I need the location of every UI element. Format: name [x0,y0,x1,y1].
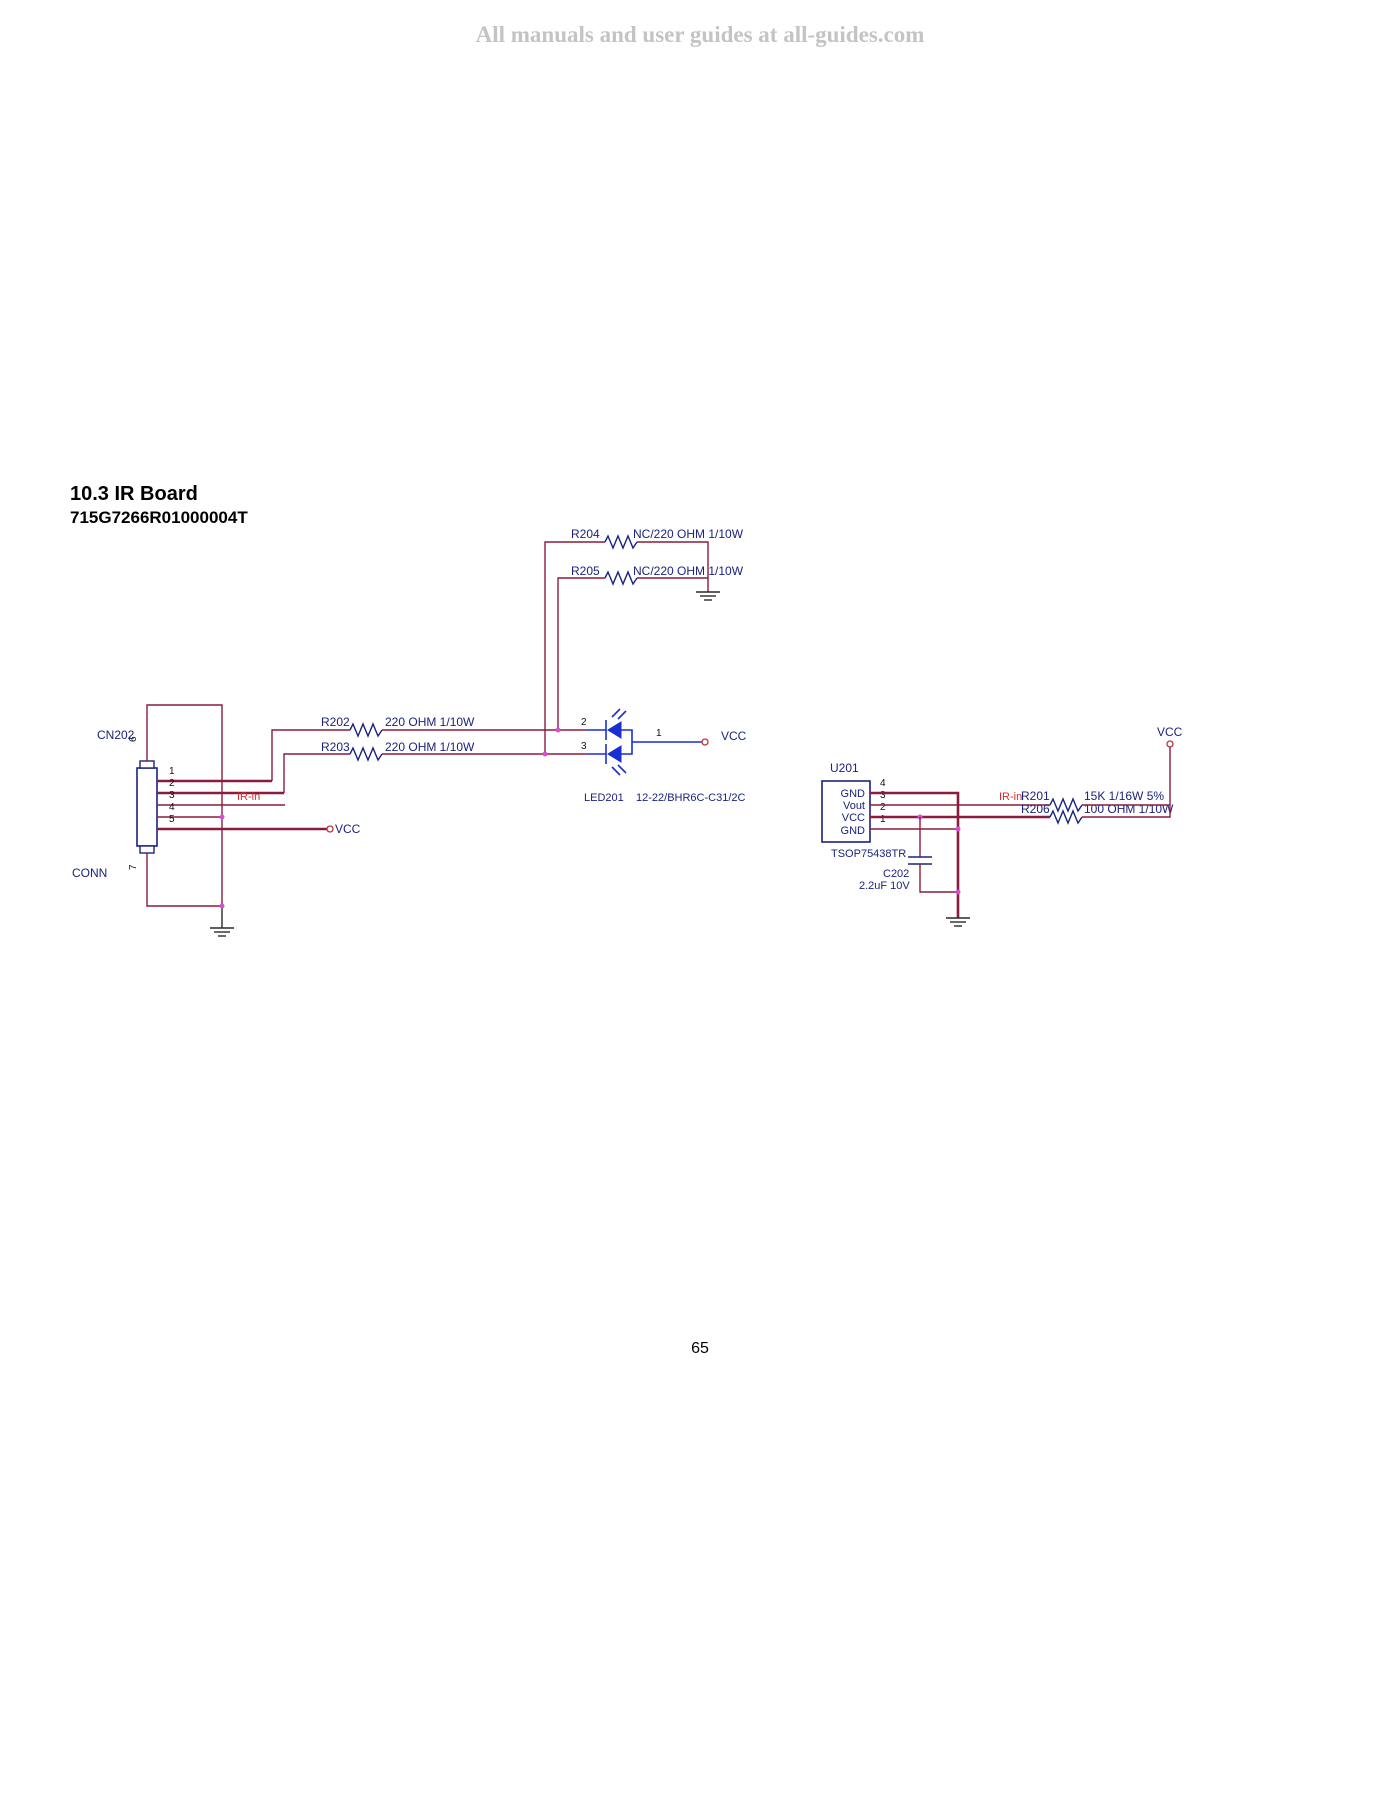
r204-right-wire [637,541,709,592]
cn202-bottom-tab [139,845,155,854]
r205-value: NC/220 OHM 1/10W [633,564,744,578]
r201-zigzag [1049,797,1083,813]
r202-resistor: R202 220 OHM 1/10W [271,715,588,781]
led201-value: 12-22/BHR6C-C31/2C [636,792,745,804]
r204-zigzag [604,534,638,550]
led201-pin-2: 2 [581,717,587,728]
r202-value: 220 OHM 1/10W [385,715,475,729]
r201-r206-resistors: IR-in R201 15K 1/16W 5% R206 100 OHM 1/1… [999,725,1183,825]
cn202-type: CONN [72,866,107,880]
r205-resistor: R205 NC/220 OHM 1/10W [557,564,744,730]
ir-in-net-label-right: IR-in [999,791,1022,803]
led201-dual-led: 2 3 1 VCC LED201 12-22/BHR6C-C31/2C [581,708,747,804]
u201-pin-2: 2 [880,802,886,813]
u201-pin-name-vout: Vout [843,800,865,812]
led201-ref: LED201 [584,792,624,804]
led201-diode-lower [607,745,622,763]
r201-value: 15K 1/16W 5% [1084,789,1164,803]
u201-pin-4: 4 [880,778,886,789]
r205-left-wire [557,577,605,730]
vcc-label-led: VCC [721,729,747,743]
r206-value: 100 OHM 1/10W [1084,802,1174,816]
c202-value: 2.2uF 10V [859,880,910,892]
led201-pin-1: 1 [656,728,662,739]
vcc-terminal-right [1166,740,1174,748]
u201-gnd-wire [870,791,960,918]
r201-ref: R201 [1021,789,1050,803]
cn202-pin-6: 6 [128,736,139,742]
vcc-label-right: VCC [1157,725,1183,739]
vcc-terminal-left [326,825,334,833]
r202-left-wire [271,729,350,781]
cn202-ref: CN202 [97,728,135,742]
u201-pin-name-gnd-bottom: GND [841,825,866,837]
watermark: All manuals and user guides at all-guide… [475,22,925,47]
junction-dot [555,727,561,733]
r203-value: 220 OHM 1/10W [385,740,475,754]
r204-resistor: R204 NC/220 OHM 1/10W [544,527,744,754]
ground-symbol-u201 [946,917,970,927]
u201-pin-name-vcc: VCC [842,812,865,824]
r205-zigzag [604,570,638,586]
r206-ref: R206 [1021,802,1050,816]
led201-diode-upper [607,721,622,739]
junction-dot [955,826,961,832]
u201-ir-receiver: U201 GND Vout VCC GND 4 3 2 1 TSOP75438T… [821,761,1050,918]
u201-ref: U201 [830,761,859,775]
ground-symbol-cn202 [210,927,234,937]
page-title: 10.3 IR Board [70,483,198,505]
u201-pin-name-gnd-top: GND [841,788,866,800]
junction-dot [955,889,961,895]
r202-ref: R202 [321,715,350,729]
cn202-connector: 1 2 3 4 5 6 7 CN202 CONN IR-in VCC [72,704,361,928]
junction-dot [542,751,548,757]
junction-dot [219,814,225,820]
cn202-top-tab [139,760,155,769]
cn202-pin-7: 7 [128,864,139,870]
c202-capacitor: C202 2.2uF 10V [859,817,961,895]
board-part-number: 715G7266R01000004T [70,508,248,527]
ground-symbol-r204 [696,591,720,601]
r206-zigzag [1049,809,1083,825]
u201-pin-3: 3 [880,790,886,801]
c202-ref: C202 [883,868,909,880]
r204-ref: R204 [571,527,600,541]
cn202-pin-2: 2 [169,778,175,789]
led201-pin-3: 3 [581,741,587,752]
r203-ref: R203 [321,740,350,754]
r203-left-wire [283,753,350,793]
cn202-pin-1: 1 [169,766,175,777]
page-number: 65 [691,1340,709,1357]
u201-body [821,780,871,843]
cn202-body [136,767,158,847]
vcc-terminal-led [701,738,709,746]
r204-left-wire [544,541,605,754]
cn202-pin-4: 4 [169,802,175,813]
r205-ref: R205 [571,564,600,578]
r203-resistor: R203 220 OHM 1/10W [283,740,588,793]
junction-dot [219,903,225,909]
u201-pin-1: 1 [880,814,886,825]
cn202-pin-5: 5 [169,814,175,825]
r203-zigzag [349,746,383,762]
vcc-label-left: VCC [335,822,361,836]
r202-zigzag [349,722,383,738]
u201-part-number: TSOP75438TR [831,848,906,860]
r206-to-vcc-wire [1082,747,1171,818]
ir-in-net-label-left: IR-in [237,791,260,803]
cn202-pin-3: 3 [169,790,175,801]
r204-value: NC/220 OHM 1/10W [633,527,744,541]
